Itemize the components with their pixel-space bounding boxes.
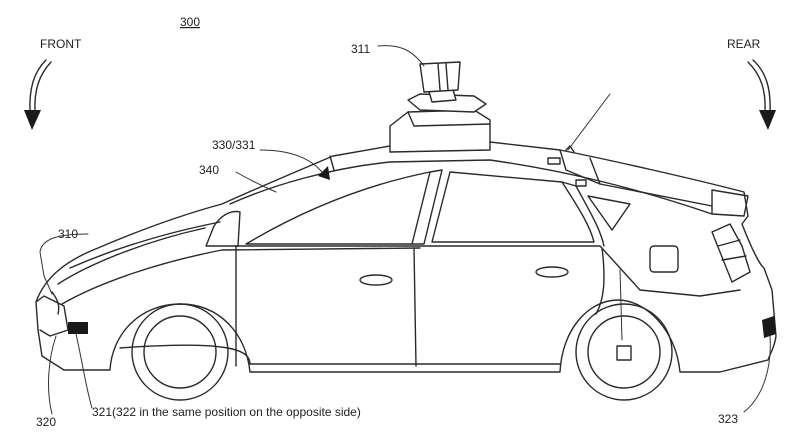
c-pillar-marker <box>575 179 587 187</box>
label-311: 311 <box>351 42 370 56</box>
rear-direction-arrow <box>747 59 776 130</box>
label-330-331: 330/331 <box>212 138 256 152</box>
front-direction-arrow <box>24 59 52 130</box>
rear-door-handle <box>535 266 569 278</box>
leader-lines <box>39 45 771 415</box>
windows <box>205 169 751 283</box>
roof-sensor-311 <box>389 61 491 153</box>
label-310: 310 <box>58 227 78 241</box>
roof-antenna <box>565 145 575 153</box>
vehicle-body <box>35 141 777 373</box>
figure-number: 300 <box>180 15 200 29</box>
label-320: 320 <box>36 415 56 429</box>
label-340: 340 <box>199 163 219 177</box>
rear-sensor-323 <box>762 316 776 338</box>
label-321: 321(322 in the same position on the oppo… <box>92 405 361 419</box>
windshield-sensor-330 <box>318 166 330 180</box>
roof-marker <box>547 157 561 165</box>
rear-label: REAR <box>727 37 761 51</box>
doors <box>235 245 679 367</box>
front-wheel <box>131 303 229 401</box>
side-sensor-321 <box>68 322 88 334</box>
fuel-door <box>649 245 679 273</box>
label-323: 323 <box>718 412 738 426</box>
front-door-handle <box>359 274 393 286</box>
front-label: FRONT <box>40 37 82 51</box>
rear-wheel <box>575 303 673 401</box>
